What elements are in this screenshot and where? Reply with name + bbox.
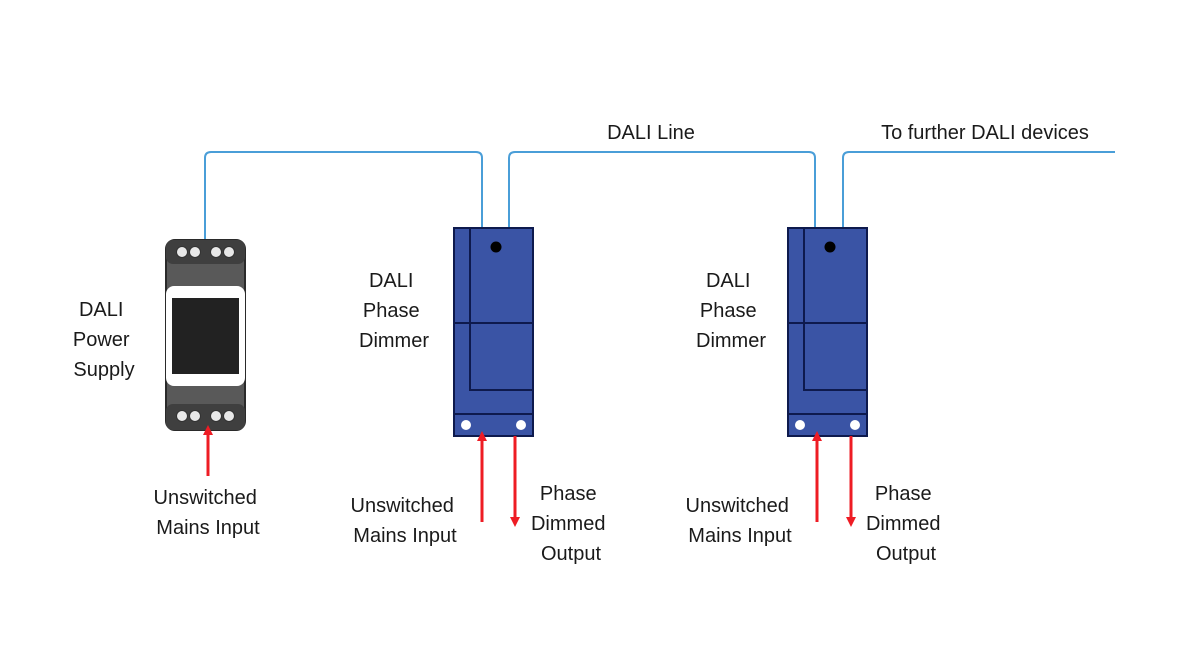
dimmer-2-terminal-screw-left xyxy=(795,420,805,430)
dimmer-1-dimmed-output-label: Phase Dimmed Output xyxy=(531,483,611,565)
psu-label-line-2: Power xyxy=(73,329,130,351)
dimmer-1-mains-input-label: Unswitched Mains Input xyxy=(351,495,460,547)
psu-label-line-3: Supply xyxy=(73,359,134,381)
bus-segment-dimmer-1-to-dimmer-2 xyxy=(508,151,816,228)
psu-top-screw-terminals xyxy=(176,246,235,258)
dimmer-1-output-label-line-1: Phase xyxy=(540,483,597,505)
dimmer-2-indicator-led xyxy=(824,241,836,253)
dimmer-1-terminal-screw-left xyxy=(461,420,471,430)
further-devices-label: To further DALI devices xyxy=(881,122,1089,144)
dimmer-1-label-line-3: Dimmer xyxy=(359,330,429,352)
dali-bus-wiring xyxy=(204,151,1115,240)
psu-input-label-line-1: Unswitched xyxy=(154,487,257,509)
dimmer-2-output-label-line-1: Phase xyxy=(875,483,932,505)
dimmer-1-input-label-line-1: Unswitched xyxy=(351,495,454,517)
dimmer-2-terminal-screw-right xyxy=(850,420,860,430)
dimmer-1-output-label-line-3: Output xyxy=(541,543,601,565)
dimmer-2-dimmed-output-label: Phase Dimmed Output xyxy=(866,483,946,565)
dimmer-1-front-panel xyxy=(469,228,533,391)
dimmer-2-input-label-line-1: Unswitched xyxy=(686,495,789,517)
psu-input-label-line-2: Mains Input xyxy=(156,517,260,539)
dimmer-2-input-label-line-2: Mains Input xyxy=(688,525,792,547)
dimmer-1-label-line-2: Phase xyxy=(363,300,420,322)
dimmer-1-label-line-1: DALI xyxy=(369,270,413,292)
dimmer-2-output-label-line-3: Output xyxy=(876,543,936,565)
dimmer-2-label-line-1: DALI xyxy=(706,270,750,292)
dimmer-1-label: DALI Phase Dimmer xyxy=(359,270,429,352)
dimmer-2-label: DALI Phase Dimmer xyxy=(696,270,766,352)
dimmer-1-body xyxy=(453,227,534,437)
bus-segment-psu-to-dimmer-1 xyxy=(204,151,483,240)
dali-line-label: DALI Line xyxy=(607,122,695,144)
power-supply-device xyxy=(165,239,246,431)
psu-bottom-screw-terminals xyxy=(176,410,235,422)
dimmer-2-label-line-3: Dimmer xyxy=(696,330,766,352)
dimmer-2-front-panel xyxy=(803,228,867,391)
dimmer-2-body xyxy=(787,227,868,437)
psu-top-terminal-block xyxy=(166,240,245,264)
dimmer-2-mains-input-label: Unswitched Mains Input xyxy=(686,495,795,547)
dimmer-2-output-label-line-2: Dimmed xyxy=(866,513,940,535)
dimmer-1-indicator-led xyxy=(490,241,502,253)
bus-segment-to-further-devices xyxy=(842,151,1115,228)
psu-bottom-terminal-block xyxy=(166,404,245,430)
power-supply-label: DALI Power Supply xyxy=(73,299,135,381)
psu-front-screen xyxy=(172,298,239,374)
psu-mains-input-label: Unswitched Mains Input xyxy=(154,487,263,539)
dimmer-1-input-label-line-2: Mains Input xyxy=(353,525,457,547)
phase-dimmer-2 xyxy=(787,227,868,437)
dimmer-1-terminal-screw-right xyxy=(516,420,526,430)
dimmer-1-output-label-line-2: Dimmed xyxy=(531,513,605,535)
psu-label-line-1: DALI xyxy=(79,299,123,321)
phase-dimmer-1 xyxy=(453,227,534,437)
dimmer-2-label-line-2: Phase xyxy=(700,300,757,322)
